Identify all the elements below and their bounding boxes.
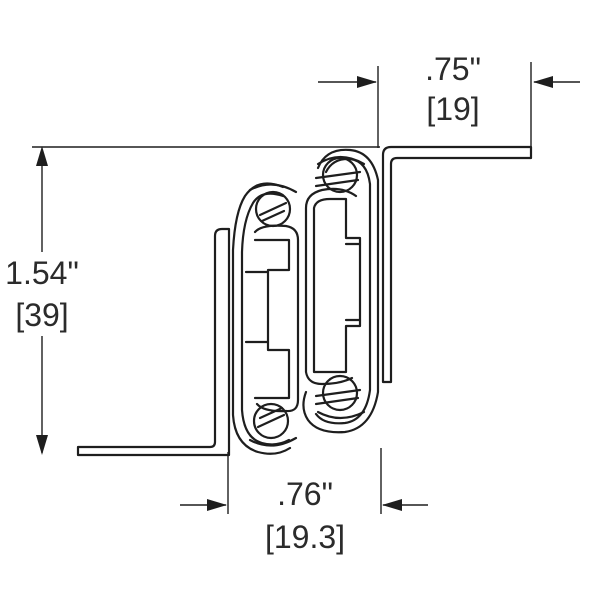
bottom-width-arrow-left: [207, 499, 227, 511]
bearing-right-bottom: [314, 374, 362, 412]
drawer-bracket: [381, 145, 533, 384]
left-member-ribs: [244, 270, 270, 344]
right-member-ribs: [344, 242, 362, 322]
height-metric-label: [39]: [15, 297, 68, 333]
top-width-imperial-label: .75": [425, 51, 481, 87]
bottom-width-dimension: .76" [19.3]: [180, 448, 428, 555]
retainer-left-bottom: [248, 436, 298, 447]
retainer-left-top: [248, 183, 298, 194]
height-dimension: 1.54" [39]: [0, 146, 380, 455]
right-intermediate-member: [304, 187, 362, 386]
bearing-left-bottom: [252, 402, 290, 440]
drawer-bracket-flange: [381, 145, 533, 384]
bottom-width-arrow-right: [382, 499, 402, 511]
right-member-step: [312, 197, 362, 374]
bottom-width-imperial-label: .76": [277, 476, 333, 512]
left-race-inner: [240, 192, 291, 446]
height-arrow-bottom: [36, 435, 48, 455]
left-member-outline: [253, 224, 300, 413]
retainer-right-bottom: [316, 410, 366, 420]
left-intermediate-member: [244, 224, 300, 413]
bearing-right-top: [314, 156, 362, 194]
left-member-step: [253, 238, 291, 400]
ball-bearings: [252, 156, 362, 440]
retainer-right-top: [316, 155, 366, 166]
right-race-inner: [314, 157, 372, 425]
bearing-left-top: [254, 190, 292, 228]
top-width-arrow-right: [533, 76, 553, 88]
retainer-clips: [248, 155, 366, 447]
top-width-dimension: .75" [19]: [318, 51, 580, 148]
outer-bracket: [76, 227, 231, 457]
height-imperial-label: 1.54": [5, 255, 79, 291]
bottom-width-metric-label: [19.3]: [265, 519, 345, 555]
top-width-arrow-left: [357, 76, 377, 88]
right-member-outline: [304, 187, 358, 386]
top-width-metric-label: [19]: [426, 91, 479, 127]
height-label-gap: [0, 252, 84, 336]
height-arrow-top: [36, 146, 48, 166]
right-race-outer: [302, 148, 380, 434]
outer-bracket-flange: [76, 227, 231, 457]
right-race: [302, 148, 380, 434]
